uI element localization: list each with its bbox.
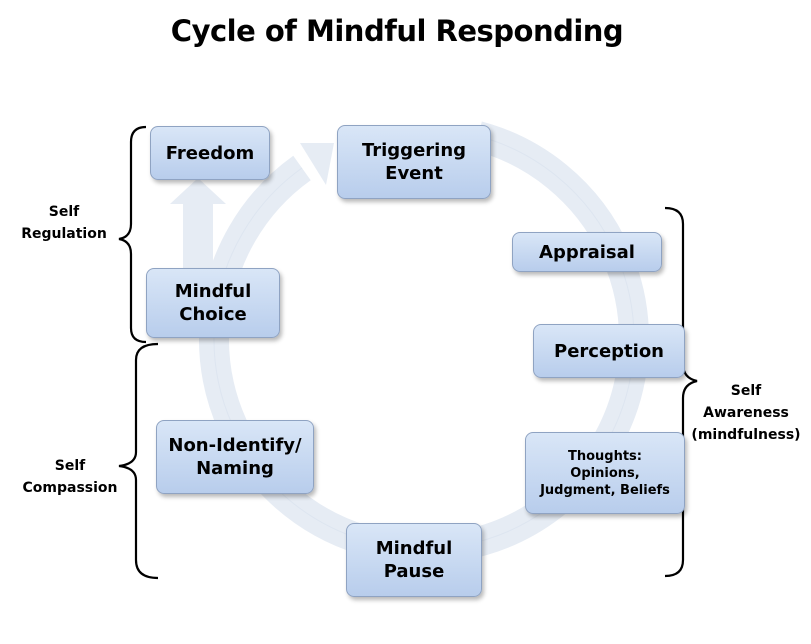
mindful-choice-box: Mindful Choice: [146, 268, 280, 338]
up-arrow-icon: [170, 178, 226, 272]
cycle-arrowhead-icon: [300, 143, 334, 185]
self-awareness-bracket: [664, 206, 698, 578]
mindful-pause-box: Mindful Pause: [346, 523, 482, 597]
diagram-title: Cycle of Mindful Responding: [170, 14, 624, 48]
self-regulation-label: Self Regulation: [21, 204, 107, 242]
perception-box: Perception: [533, 324, 685, 378]
self-regulation-bracket: [118, 125, 147, 344]
self-compassion-label: Self Compassion: [22, 458, 118, 496]
self-compassion-bracket: [118, 342, 159, 580]
appraisal-box: Appraisal: [512, 232, 662, 272]
self-awareness-label: Self Awareness (mindfulness): [691, 383, 801, 443]
non-identify-box: Non-Identify/ Naming: [156, 420, 314, 494]
triggering-event-box: Triggering Event: [337, 125, 491, 199]
freedom-box: Freedom: [150, 126, 270, 180]
thoughts-box: Thoughts: Opinions, Judgment, Beliefs: [525, 432, 685, 514]
